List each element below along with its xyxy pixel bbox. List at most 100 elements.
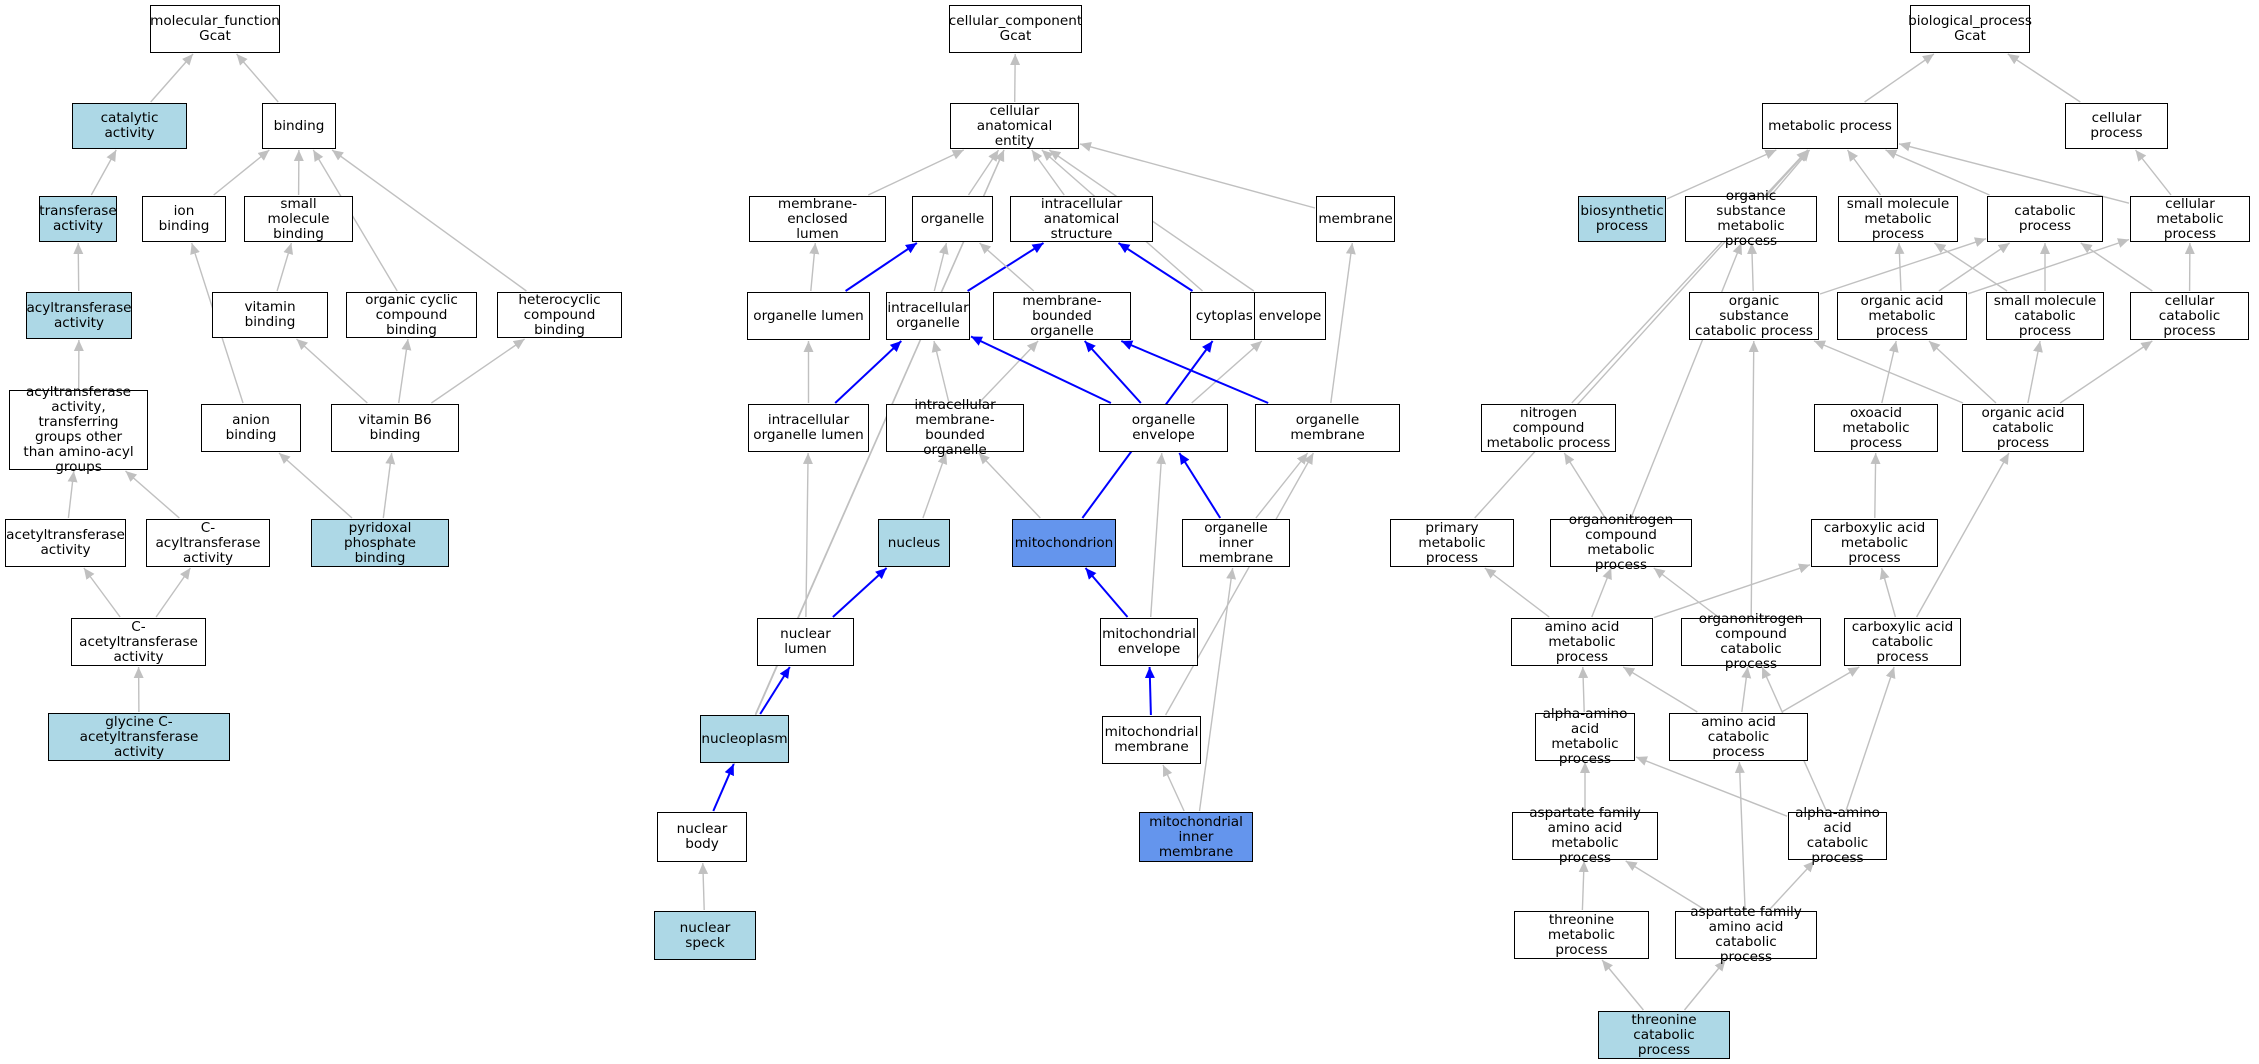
- go-term-node-ias[interactable]: intracellular anatomical structure: [1010, 196, 1153, 242]
- go-term-node-cellproc[interactable]: cellular process: [2065, 103, 2168, 149]
- go-term-node-smcp[interactable]: small molecule catabolic process: [1986, 292, 2104, 340]
- go-term-node-melumen[interactable]: membrane-enclosed lumen: [749, 196, 886, 242]
- go-term-node-cc[interactable]: cellular_component Gcat: [949, 5, 1082, 53]
- go-term-node-binding[interactable]: binding: [262, 103, 336, 149]
- go-term-node-glycinecacetyl[interactable]: glycine C-acetyltransferase activity: [48, 713, 230, 761]
- edge-ionbinding-to-binding: [213, 149, 270, 196]
- edge-oscp-to-catab: [1819, 237, 1987, 295]
- go-term-node-transferase[interactable]: transferase activity: [39, 196, 117, 242]
- go-term-node-cacyltrans[interactable]: C-acyltransferase activity: [146, 519, 270, 567]
- go-term-node-vitbinding[interactable]: vitamin binding: [212, 292, 328, 338]
- edge-oncmp-to-ncmp: [1563, 452, 1606, 519]
- go-term-node-mbo[interactable]: membrane-bounded organelle: [993, 292, 1131, 340]
- go-term-node-cellmetab[interactable]: cellular metabolic process: [2130, 196, 2250, 242]
- go-term-node-nucleus[interactable]: nucleus: [878, 519, 950, 567]
- go-term-node-cacp[interactable]: carboxylic acid catabolic process: [1844, 618, 1961, 666]
- go-term-node-nuclumen[interactable]: nuclear lumen: [757, 618, 854, 666]
- edge-imbo-to-mbo: [978, 340, 1039, 404]
- go-term-node-mitomem[interactable]: mitochondrial membrane: [1102, 716, 1201, 764]
- go-term-node-alphacp[interactable]: alpha-amino acid catabolic process: [1788, 806, 1887, 866]
- edge-orgmem-to-mbo: [1120, 340, 1269, 404]
- edge-mitoinner-to-mitomem: [1162, 764, 1185, 812]
- go-term-node-aamp[interactable]: amino acid metabolic process: [1511, 618, 1653, 666]
- go-term-node-mitoenv[interactable]: mitochondrial envelope: [1100, 618, 1198, 666]
- go-term-node-oamp[interactable]: organic acid metabolic process: [1837, 292, 1967, 340]
- go-term-node-thrcp[interactable]: threonine catabolic process: [1598, 1011, 1730, 1059]
- edge-oacp-to-smcp: [2027, 340, 2043, 404]
- go-term-node-bp[interactable]: biological_process Gcat: [1908, 5, 2032, 53]
- go-term-node-mitoinner[interactable]: mitochondrial inner membrane: [1139, 812, 1253, 862]
- go-term-node-biosyn[interactable]: biosynthetic process: [1578, 196, 1666, 242]
- go-term-node-ionbinding[interactable]: ion binding: [142, 196, 226, 242]
- edge-aamp-to-primary: [1484, 567, 1550, 618]
- go-term-node-vitb6[interactable]: vitamin B6 binding: [331, 404, 459, 452]
- go-term-node-acetyltrans[interactable]: acetyltransferase activity: [5, 519, 126, 567]
- edge-aacp-to-aamp: [1622, 666, 1698, 713]
- edge-oamp-to-cellmetab: [1967, 238, 2130, 295]
- go-term-node-anionbinding[interactable]: anion binding: [201, 404, 301, 452]
- go-term-node-aacp[interactable]: amino acid catabolic process: [1669, 713, 1808, 761]
- edge-oacp-to-oamp: [1928, 340, 1997, 404]
- edge-alphamp-to-aamp: [1578, 666, 1589, 713]
- edge-orgenv-to-envelope: [1191, 340, 1263, 404]
- edge-smmp-to-metab: [1846, 149, 1882, 196]
- go-term-node-catab[interactable]: catabolic process: [1987, 196, 2103, 242]
- edge-mito-to-imbo: [978, 452, 1041, 519]
- go-term-node-alphamp[interactable]: alpha-amino acid metabolic process: [1535, 707, 1635, 767]
- go-term-node-cae[interactable]: cellular anatomical entity: [950, 103, 1079, 149]
- go-term-node-organelle[interactable]: organelle: [912, 196, 993, 242]
- edge-oacp-to-cellcatab: [2059, 340, 2153, 404]
- go-term-node-onccp[interactable]: organonitrogen compound catabolic proces…: [1681, 612, 1821, 672]
- go-term-node-mito[interactable]: mitochondrion: [1012, 519, 1116, 567]
- edge-nuclumen-to-iol: [802, 452, 813, 618]
- edge-cellmetab-to-cellproc: [2134, 149, 2172, 196]
- edge-pyridoxal-to-vitb6: [382, 452, 396, 519]
- edge-mitoinner-to-orginner: [1198, 567, 1237, 812]
- go-term-node-oacp[interactable]: organic acid catabolic process: [1962, 404, 2084, 452]
- go-term-node-intraorg[interactable]: intracellular organelle: [886, 292, 970, 340]
- go-term-node-catalytic[interactable]: catalytic activity: [72, 103, 187, 149]
- go-term-node-cellcatab[interactable]: cellular catabolic process: [2130, 292, 2249, 340]
- edge-aacp-to-cacp: [1781, 666, 1860, 713]
- go-term-node-nucspeck[interactable]: nuclear speck: [654, 911, 756, 960]
- go-term-node-membrane[interactable]: membrane: [1316, 196, 1395, 242]
- go-term-node-cacetyltrans[interactable]: C-acetyltransferase activity: [71, 618, 206, 666]
- edge-camp-to-oxoacid: [1870, 452, 1881, 519]
- edge-cacp-to-oacp: [1915, 452, 2010, 618]
- go-term-node-heterocyclic[interactable]: heterocyclic compound binding: [497, 292, 622, 338]
- go-term-node-asfcp[interactable]: aspartate family amino acid catabolic pr…: [1675, 905, 1817, 965]
- go-term-node-nucbody[interactable]: nuclear body: [657, 812, 747, 862]
- go-term-node-acyltransferase[interactable]: acyltransferase activity: [26, 292, 132, 339]
- go-term-node-pyridoxal[interactable]: pyridoxal phosphate binding: [311, 519, 449, 567]
- go-term-node-iol[interactable]: intracellular organelle lumen: [748, 404, 869, 452]
- go-term-node-orglumen[interactable]: organelle lumen: [747, 292, 870, 340]
- go-term-node-orgenv[interactable]: organelle envelope: [1099, 404, 1228, 452]
- edge-mbo-to-organelle: [979, 242, 1035, 292]
- go-term-node-nucleoplasm[interactable]: nucleoplasm: [700, 715, 789, 763]
- edge-smcp-to-smmp: [1934, 242, 2008, 292]
- go-term-node-mf[interactable]: molecular_function Gcat: [150, 5, 280, 53]
- go-term-node-orgmem[interactable]: organelle membrane: [1255, 404, 1400, 452]
- go-term-node-orginner[interactable]: organelle inner membrane: [1182, 519, 1290, 567]
- edge-asfcp-to-alphacp: [1768, 860, 1815, 911]
- go-term-node-oscp[interactable]: organic substance catabolic process: [1689, 292, 1819, 340]
- go-term-node-oncmp[interactable]: organonitrogen compound metabolic proces…: [1550, 513, 1692, 573]
- go-term-node-asfmp[interactable]: aspartate family amino acid metabolic pr…: [1512, 806, 1658, 866]
- edge-intraorg-to-ias: [967, 242, 1045, 292]
- go-term-node-osmp[interactable]: organic substance metabolic process: [1685, 189, 1817, 249]
- go-term-node-smbinding[interactable]: small molecule binding: [244, 196, 353, 242]
- go-term-node-metab[interactable]: metabolic process: [1762, 103, 1898, 149]
- edge-cae-to-cc: [1010, 53, 1021, 103]
- edge-thrcp-to-thrmp: [1601, 959, 1644, 1011]
- go-term-node-camp[interactable]: carboxylic acid metabolic process: [1811, 519, 1938, 567]
- go-term-node-acyltransother[interactable]: acyltransferase activity, transferring g…: [9, 385, 148, 475]
- go-term-node-smmp[interactable]: small molecule metabolic process: [1838, 196, 1958, 242]
- go-term-node-organiccyclic[interactable]: organic cyclic compound binding: [346, 292, 477, 338]
- go-term-node-ncmp[interactable]: nitrogen compound metabolic process: [1481, 404, 1616, 452]
- go-term-node-primary[interactable]: primary metabolic process: [1390, 519, 1514, 567]
- go-term-node-thrmp[interactable]: threonine metabolic process: [1514, 911, 1649, 959]
- go-term-node-oxoacid[interactable]: oxoacid metabolic process: [1814, 404, 1938, 452]
- go-term-node-imbo[interactable]: intracellular membrane-bounded organelle: [886, 398, 1024, 458]
- go-term-node-envelope[interactable]: envelope: [1254, 292, 1326, 340]
- edge-iol-to-intraorg: [834, 340, 902, 404]
